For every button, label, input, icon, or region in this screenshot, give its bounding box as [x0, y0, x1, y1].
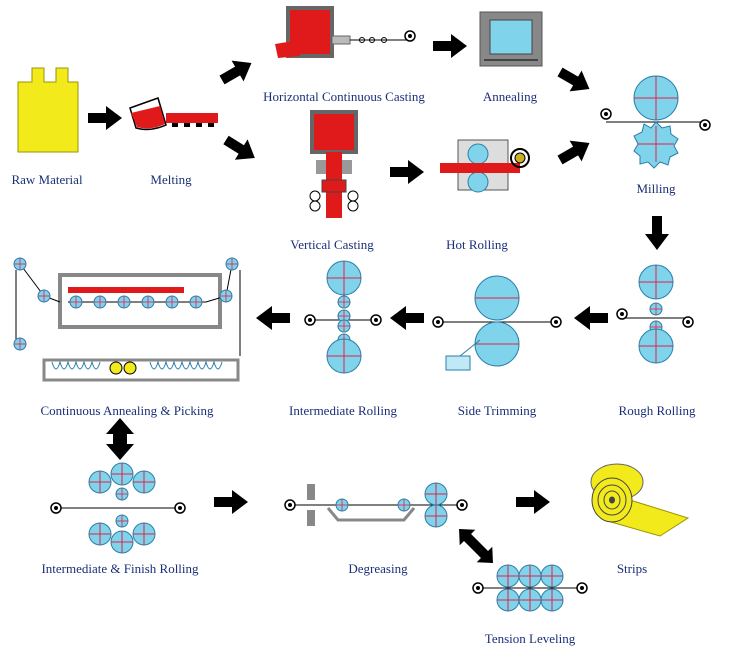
label-degreasing: Degreasing — [348, 561, 408, 576]
label-hot-rolling: Hot Rolling — [446, 237, 508, 252]
milling-icon — [600, 75, 711, 169]
label-melting: Melting — [150, 172, 192, 187]
arrow-rough-to-trimming — [574, 306, 608, 330]
intermediate-finish-rolling-icon — [50, 462, 186, 554]
strips-coil-icon — [590, 463, 690, 537]
annealing-furnace-icon — [479, 11, 543, 67]
arrow-vertical-to-hot — [390, 160, 424, 184]
arrow-hot-to-milling — [554, 132, 596, 171]
hot-rolling-icon — [440, 139, 530, 193]
arrow-annealing-to-milling — [554, 61, 596, 100]
label-strips: Strips — [616, 561, 648, 576]
arrow-trimming-to-intermediate — [390, 306, 424, 330]
tension-leveling-icon — [472, 564, 588, 612]
rough-rolling-icon — [616, 264, 694, 364]
arrow-milling-to-rough — [645, 216, 669, 250]
label-raw-material: Raw Material — [11, 172, 83, 187]
degreasing-icon — [284, 482, 468, 528]
horizontal-casting-icon — [275, 6, 416, 58]
raw-material-icon — [17, 67, 79, 153]
arrow-annealing-finish-bidirectional — [106, 418, 134, 460]
arrow-raw-to-melting — [88, 106, 122, 130]
arrow-horizontal-to-annealing — [433, 34, 467, 58]
arrow-melting-to-vertical — [219, 129, 262, 169]
label-intermediate-rolling: Intermediate Rolling — [289, 403, 397, 418]
label-intermediate-finish-rolling: Intermediate & Finish Rolling — [41, 561, 199, 576]
intermediate-rolling-icon — [304, 260, 382, 374]
continuous-annealing-icon — [13, 257, 241, 382]
arrow-degreasing-leveling-bidirectional — [459, 529, 493, 563]
vertical-casting-icon — [309, 110, 359, 218]
arrow-finish-to-degreasing — [214, 490, 248, 514]
label-tension-leveling: Tension Leveling — [484, 631, 576, 646]
label-continuous-annealing: Continuous Annealing & Picking — [40, 403, 214, 418]
label-milling: Milling — [636, 181, 676, 196]
label-annealing: Annealing — [482, 89, 538, 104]
arrow-degreasing-to-strips — [516, 490, 550, 514]
arrow-intermediate-to-annealing — [256, 306, 290, 330]
arrow-melting-to-horizontal — [216, 52, 258, 91]
flow-arrows — [88, 34, 669, 563]
side-trimming-icon — [432, 275, 562, 371]
label-vertical-casting: Vertical Casting — [290, 237, 374, 252]
label-side-trimming: Side Trimming — [457, 403, 537, 418]
melting-icon — [129, 97, 218, 131]
label-horizontal-casting: Horizontal Continuous Casting — [263, 89, 425, 104]
label-rough-rolling: Rough Rolling — [618, 403, 696, 418]
